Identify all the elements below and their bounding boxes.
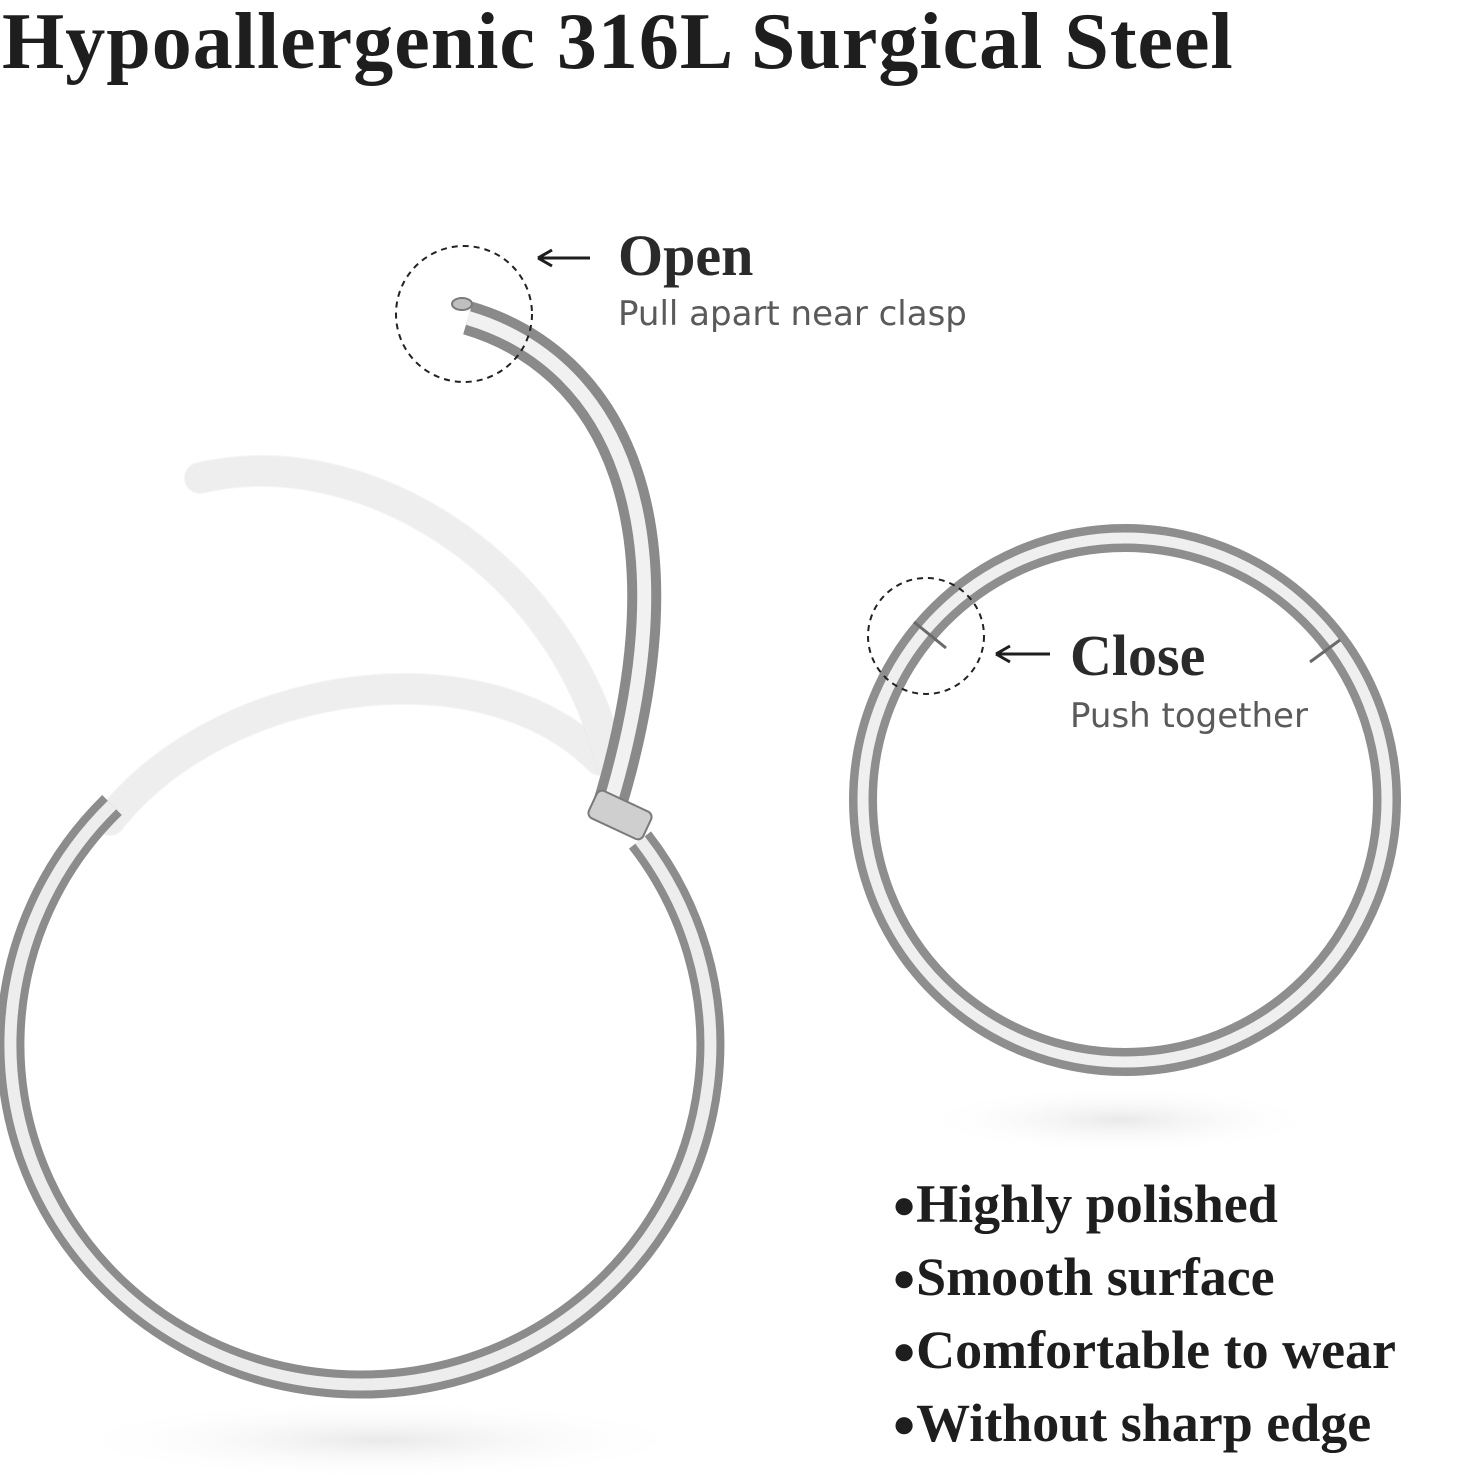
ghost-arc-lower bbox=[95, 673, 615, 835]
hinge-joint bbox=[587, 789, 653, 841]
large-ring-reflection bbox=[60, 1400, 700, 1477]
feature-text: Highly polished bbox=[916, 1174, 1278, 1234]
feature-item: ●Without sharp edge bbox=[892, 1387, 1396, 1460]
feature-item: ●Smooth surface bbox=[892, 1241, 1396, 1314]
feature-text: Smooth surface bbox=[916, 1247, 1275, 1307]
open-subtext: Pull apart near clasp bbox=[618, 294, 967, 334]
feature-list: ●Highly polished ●Smooth surface ●Comfor… bbox=[892, 1168, 1396, 1460]
ghost-arc-lower-edge bbox=[94, 672, 616, 836]
close-heading: Close bbox=[1070, 623, 1206, 688]
open-arc-tip bbox=[451, 297, 473, 311]
feature-text: Without sharp edge bbox=[916, 1393, 1372, 1453]
bullet-icon: ● bbox=[892, 1328, 917, 1373]
left-arrow-icon bbox=[537, 248, 590, 268]
bullet-icon: ● bbox=[892, 1401, 917, 1446]
left-arrow-icon bbox=[995, 644, 1050, 664]
open-arc-highlight bbox=[466, 311, 652, 823]
small-ring-seam-left bbox=[913, 620, 947, 650]
ghost-arc-upper-edge bbox=[184, 455, 626, 776]
ghost-arc-upper bbox=[185, 456, 625, 775]
close-subtext: Push together bbox=[1070, 696, 1308, 736]
bullet-icon: ● bbox=[892, 1255, 917, 1300]
small-ring-highlight bbox=[857, 532, 1393, 1068]
small-ring-seam-right bbox=[1309, 638, 1341, 664]
open-heading: Open bbox=[618, 223, 754, 288]
feature-item: ●Highly polished bbox=[892, 1168, 1396, 1241]
small-ring-reflection bbox=[920, 1086, 1320, 1154]
bullet-icon: ● bbox=[892, 1182, 917, 1227]
large-ring-highlight bbox=[4, 800, 717, 1391]
feature-item: ●Comfortable to wear bbox=[892, 1314, 1396, 1387]
page-title: Hypoallergenic 316L Surgical Steel bbox=[2, 0, 1234, 86]
close-callout-circle bbox=[867, 577, 985, 695]
feature-text: Comfortable to wear bbox=[916, 1320, 1397, 1380]
open-callout-circle bbox=[395, 245, 533, 383]
large-ring-body bbox=[0, 795, 725, 1399]
